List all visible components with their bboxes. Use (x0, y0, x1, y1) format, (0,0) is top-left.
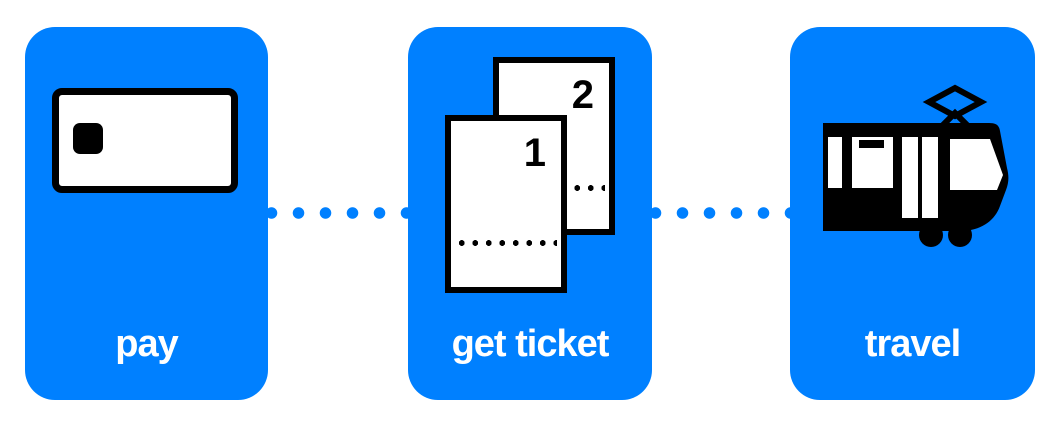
credit-card-icon (52, 88, 238, 193)
step-card-pay: pay (25, 27, 268, 400)
step-card-get-ticket: 2 1 get ticket (408, 27, 652, 400)
step-card-travel: travel (790, 27, 1035, 400)
step-label-get-ticket: get ticket (451, 323, 610, 365)
step-label-pay: pay (115, 323, 178, 365)
ticket-1: 1 (445, 115, 567, 293)
tram-icon (823, 84, 1009, 247)
ticket-1-number: 1 (523, 131, 546, 175)
ticket-perforation (455, 240, 557, 246)
dotted-connector-1 (258, 207, 420, 219)
ticket-2-number: 2 (571, 73, 594, 117)
dotted-connector-2 (642, 207, 804, 219)
tickets-icon: 2 1 (408, 27, 652, 400)
step-label-travel: travel (864, 323, 961, 365)
credit-card-chip (73, 123, 103, 154)
